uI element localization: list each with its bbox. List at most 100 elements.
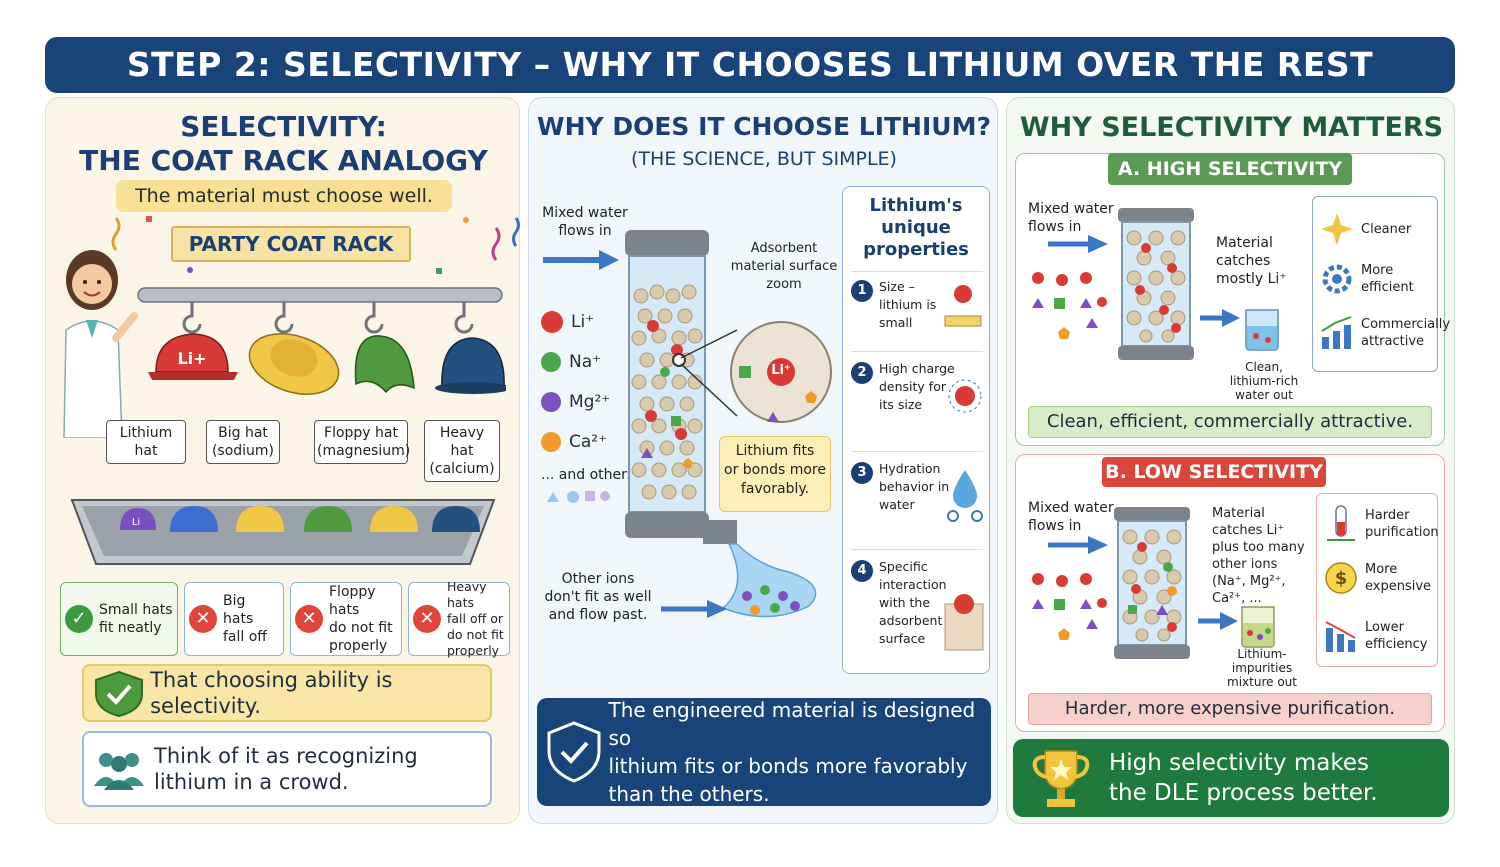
ion-na: Na⁺ xyxy=(541,342,634,382)
panel-why-selectivity-matters: WHY SELECTIVITY MATTERS A. HIGH SELECTIV… xyxy=(1006,97,1455,824)
arrow-right-icon xyxy=(1048,536,1108,554)
high-summary-bar: Clean, efficient, commercially attractiv… xyxy=(1028,406,1432,438)
hat-label-calcium: Heavy hat(calcium) xyxy=(424,420,500,482)
low-summary-bar: Harder, more expensive purification. xyxy=(1028,693,1432,725)
decline-chart-icon xyxy=(1325,621,1356,652)
confetti-decoration xyxy=(111,216,520,274)
benefit-cleaner: Cleaner xyxy=(1319,211,1411,247)
impure-beaker-icon xyxy=(1241,606,1275,648)
people-group-icon xyxy=(94,753,144,790)
svg-text:$: $ xyxy=(1335,568,1348,589)
page-title: STEP 2: SELECTIVITY – WHY IT CHOOSES LIT… xyxy=(45,37,1455,93)
high-selectivity-tag: A. HIGH SELECTIVITY xyxy=(1108,153,1352,185)
panel-coat-rack-analogy: SELECTIVITY: THE COAT RACK ANALOGY The m… xyxy=(45,97,520,824)
low-selectivity-tag: B. LOW SELECTIVITY xyxy=(1102,457,1326,487)
lithium-hat-symbol: Li+ xyxy=(177,349,206,368)
arrow-right-icon xyxy=(1198,612,1238,630)
cross-icon: ✕ xyxy=(189,605,217,633)
charge-density-icon xyxy=(948,379,982,413)
check-icon: ✓ xyxy=(65,605,93,633)
adsorbent-surface-icon xyxy=(944,594,984,651)
ion-li: Li⁺ xyxy=(541,302,634,342)
growth-chart-icon xyxy=(1321,316,1352,349)
sparkle-icon xyxy=(1321,213,1353,245)
ion-ca: Ca²⁺ xyxy=(541,422,634,462)
scientist-illustration xyxy=(63,250,138,438)
selectivity-callout: That choosing ability is selectivity. xyxy=(82,664,492,722)
gear-icon xyxy=(1322,264,1352,294)
tagline: The material must choose well. xyxy=(116,180,452,212)
zoom-lithium-symbol: Li⁺ xyxy=(771,363,791,378)
crowd-callout: Think of it as recognizing lithium in a … xyxy=(82,731,492,807)
mixed-ions-icon xyxy=(1032,272,1107,339)
mixed-ions-icon xyxy=(1032,573,1107,640)
ion-mg: Mg²⁺ xyxy=(541,382,634,422)
test-tube-icon xyxy=(1327,505,1355,541)
cross-icon: ✕ xyxy=(295,605,323,633)
arrow-right-icon xyxy=(1200,309,1240,327)
panel2-subtitle: (THE SCIENCE, BUT SIMPLE) xyxy=(631,148,897,170)
coat-rack-illustration: Li+ xyxy=(137,287,506,395)
panel1-title: SELECTIVITY: THE COAT RACK ANALOGY xyxy=(79,110,488,177)
hat-label-sodium: Big hat(sodium) xyxy=(206,420,280,464)
shield-check-icon xyxy=(95,670,143,718)
hat-label-magnesium: Floppy hat(magnesium) xyxy=(314,420,410,464)
panel3-title: WHY SELECTIVITY MATTERS xyxy=(1019,112,1444,143)
calcium-ion-icon xyxy=(541,432,561,452)
panel-science: WHY DOES IT CHOOSE LITHIUM? (THE SCIENCE… xyxy=(528,97,998,824)
sodium-ion-icon xyxy=(541,352,561,372)
water-drop-icon xyxy=(947,470,983,522)
party-coat-rack-banner: PARTY COAT RACK xyxy=(171,226,411,262)
dollar-coin-icon: $ xyxy=(1325,562,1357,594)
hat-tray-illustration: Li xyxy=(70,499,496,565)
arrow-right-icon xyxy=(1048,235,1108,253)
ion-legend: Li⁺ Na⁺ Mg²⁺ Ca²⁺ ... and others xyxy=(541,302,634,512)
panel2-title: WHY DOES IT CHOOSE LITHIUM? xyxy=(537,112,991,141)
cross-icon: ✕ xyxy=(413,605,441,633)
inflow-arrow-icon xyxy=(543,250,619,270)
magnesium-ion-icon xyxy=(541,392,561,412)
outflow-arrow-icon xyxy=(661,600,727,618)
clean-beaker-icon xyxy=(1245,309,1279,351)
high-column-illustration xyxy=(1118,208,1194,360)
shield-check-icon xyxy=(547,721,601,783)
tray-lithium-hat-symbol: Li xyxy=(132,517,140,528)
lithium-ion-icon xyxy=(541,311,563,333)
ruler-icon xyxy=(944,285,982,327)
low-column-illustration xyxy=(1114,507,1190,659)
trophy-icon xyxy=(1032,750,1090,807)
other-ions-icon xyxy=(547,491,610,503)
